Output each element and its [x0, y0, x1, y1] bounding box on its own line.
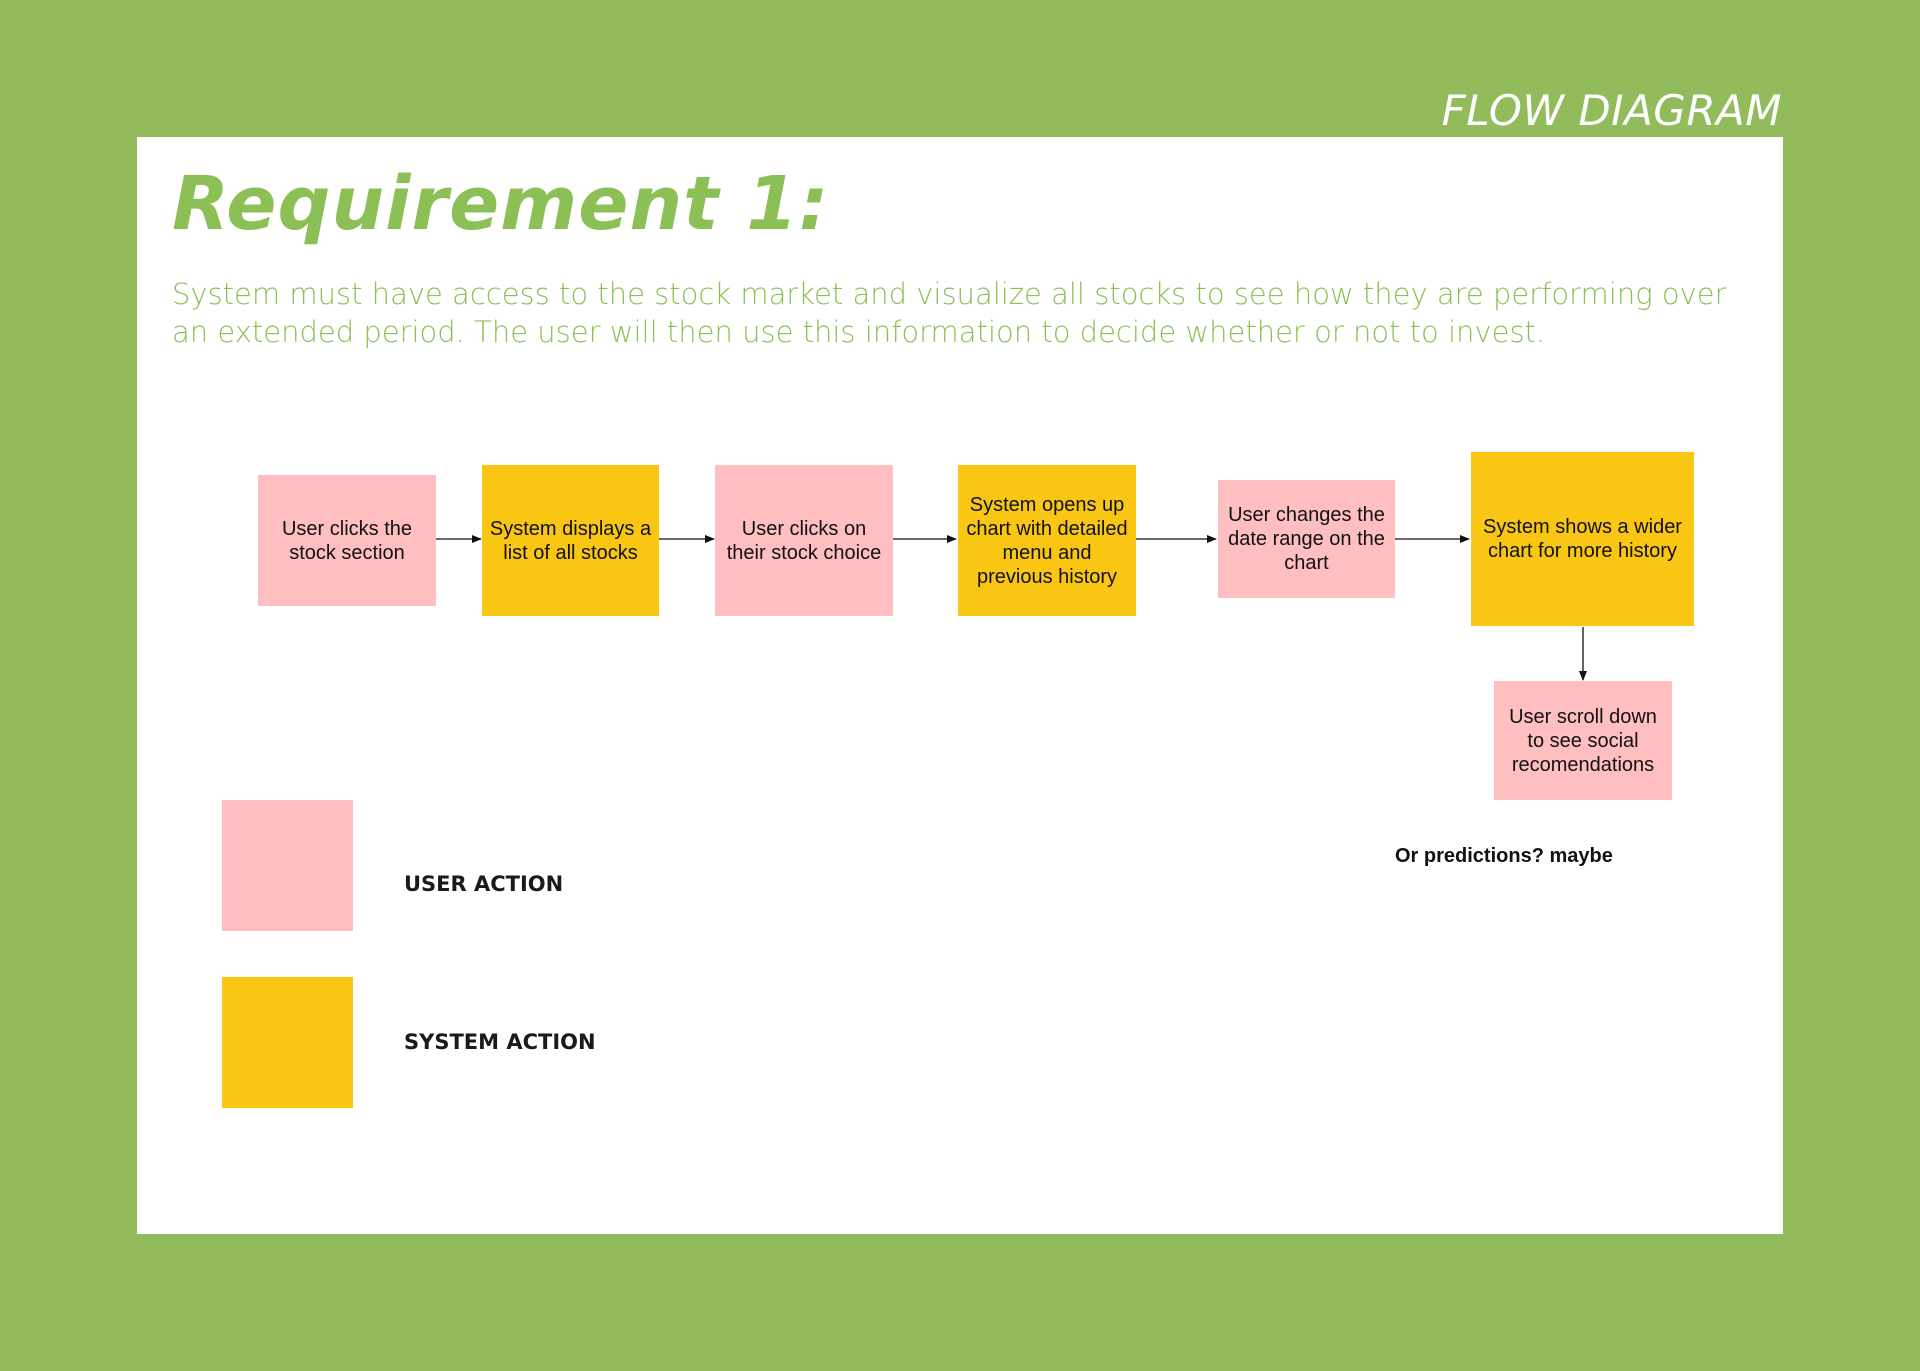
flow-step-user-scrolls-to-social: User scroll down to see social recomenda…: [1494, 681, 1672, 800]
flow-step-system-opens-chart: System opens up chart with detailed menu…: [958, 465, 1136, 616]
content-panel: Requirement 1: System must have access t…: [137, 137, 1783, 1234]
legend-user-action-label: USER ACTION: [404, 872, 564, 896]
requirement-description: System must have access to the stock mar…: [172, 277, 1727, 349]
flow-step-user-clicks-stock-choice: User clicks on their stock choice: [715, 465, 893, 616]
flow-step-user-changes-date-range: User changes the date range on the chart: [1218, 480, 1395, 598]
section-label: FLOW DIAGRAM: [1441, 86, 1782, 135]
flow-step-system-displays-stock-list: System displays a list of all stocks: [482, 465, 659, 616]
flow-step-user-clicks-stock-section: User clicks the stock section: [258, 475, 436, 606]
legend-system-action-swatch: [222, 977, 353, 1108]
flow-connectors: [436, 535, 1587, 681]
legend-user-action-swatch: [222, 800, 353, 931]
requirement-title: Requirement 1:: [172, 161, 830, 247]
legend-system-action-label: SYSTEM ACTION: [404, 1030, 596, 1054]
flow-step-system-shows-wider-chart: System shows a wider chart for more hist…: [1471, 452, 1694, 626]
flow-note: Or predictions? maybe: [1395, 845, 1613, 867]
